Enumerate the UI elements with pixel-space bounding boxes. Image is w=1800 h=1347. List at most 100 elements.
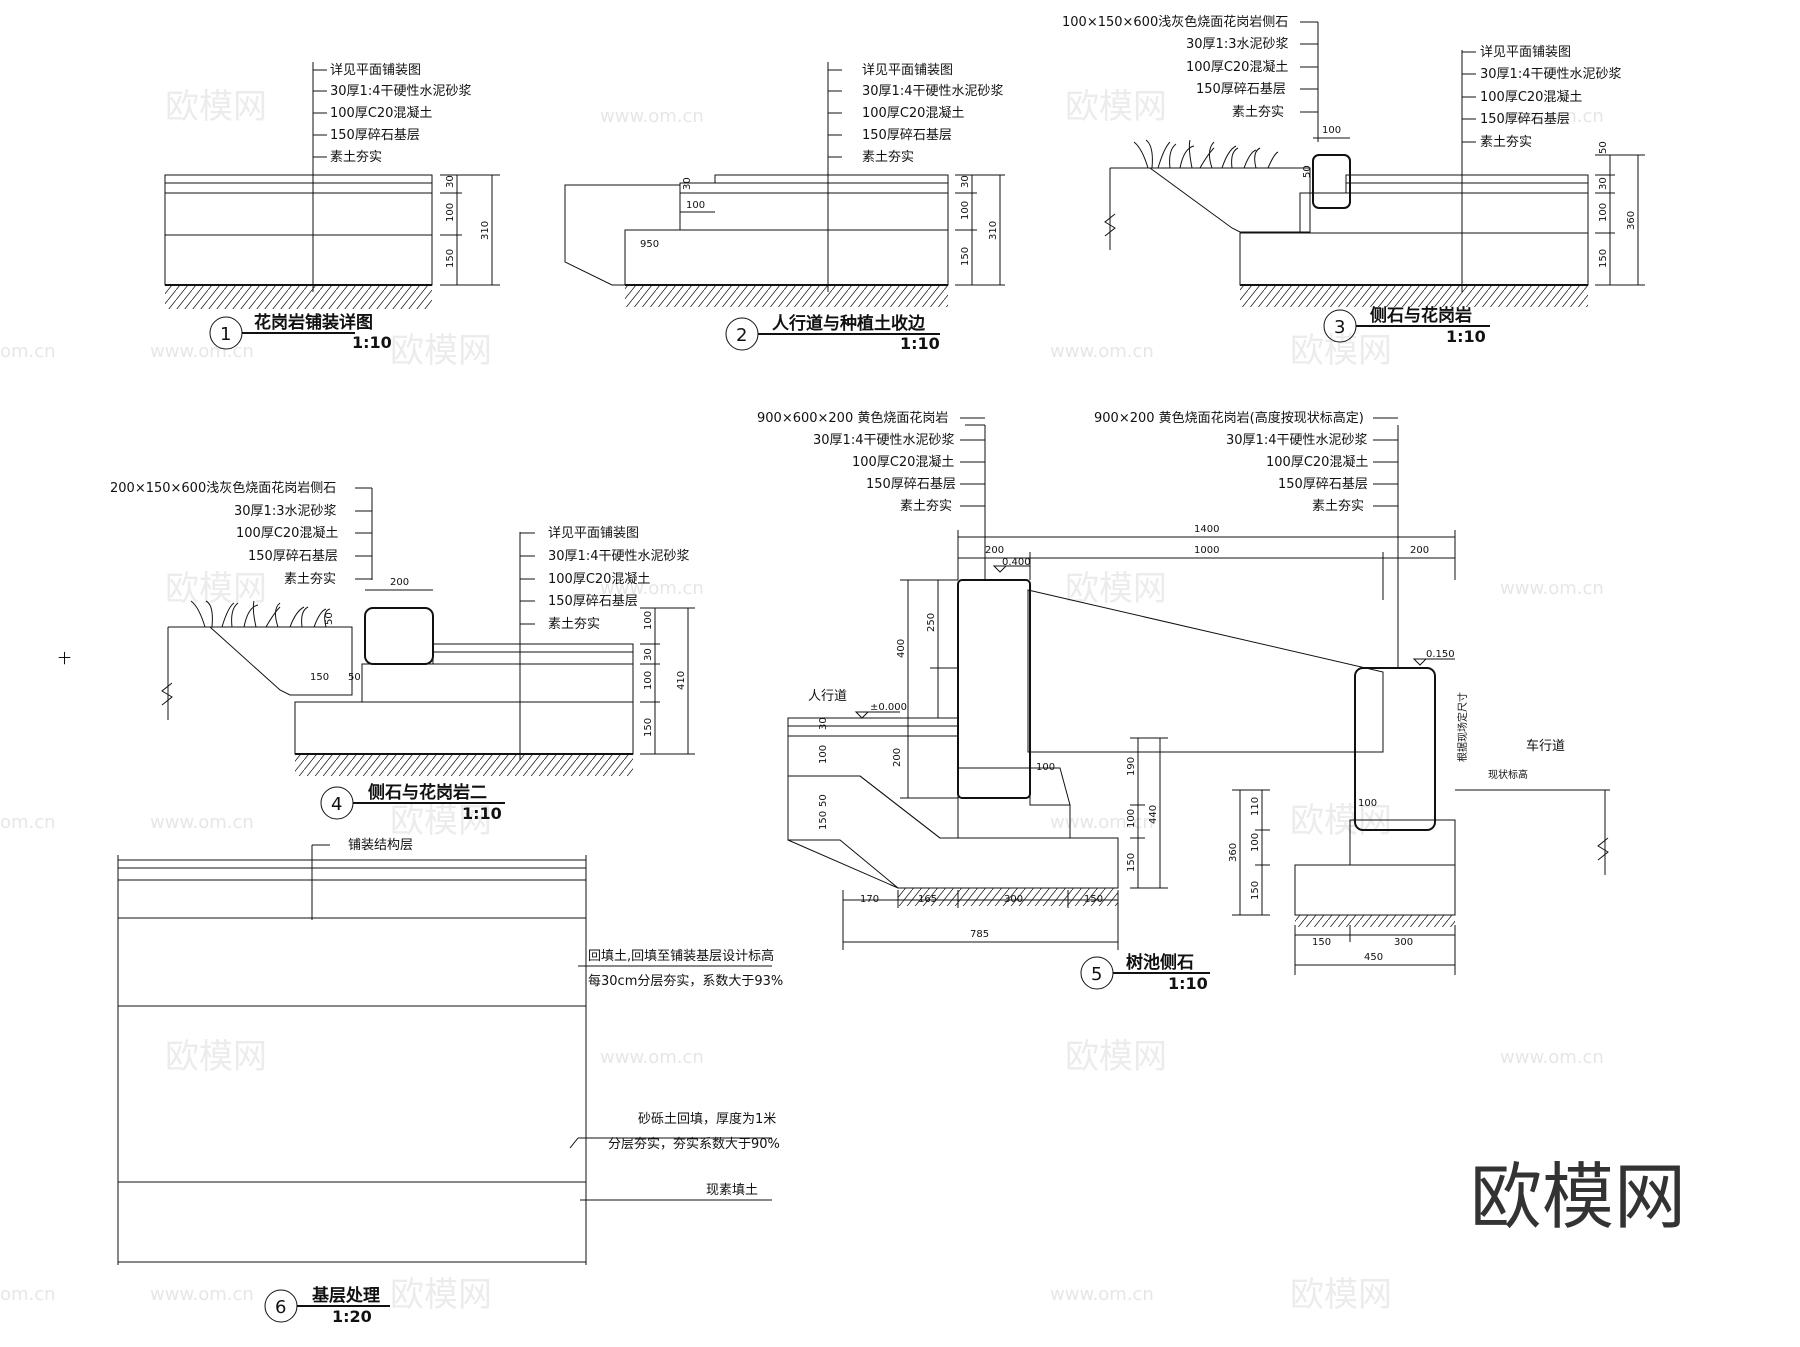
dim-text: 150 (818, 811, 829, 830)
d4-dimensions: 200 50 100 30 100 150 410 150 50 (310, 577, 695, 755)
detail-scale: 1:10 (1446, 327, 1486, 346)
d5-right-labels: 900×200 黄色烧面花岗岩(高度按现状标高定) 30厚1:4干硬性水泥砂浆 … (1094, 410, 1398, 514)
dim-text: 100 (1598, 203, 1609, 222)
roadway-label: 车行道 (1526, 738, 1565, 754)
dim-text: 100 (643, 611, 654, 630)
detail-title: 树池侧石 (1126, 952, 1194, 973)
watermark-url: www.om.cn (150, 1284, 254, 1305)
detail-number: 5 (1091, 964, 1102, 985)
d5-top-dimensions: 1400 200 1000 200 (957, 524, 1456, 600)
layer-label: 200×150×600浅灰色烧面花岗岩侧石 (110, 480, 336, 496)
layer-label: 100厚C20混凝土 (1186, 59, 1288, 75)
detail-number: 1 (220, 324, 231, 345)
d5-right-dimensions: 110 100 360 150 100 150 300 450 (1228, 789, 1456, 975)
layer-label: 150厚碎石基层 (1480, 112, 1570, 127)
dim-text: 150 (1312, 937, 1331, 948)
dim-text: 100 (1322, 125, 1341, 136)
layer-label: 150厚碎石基层 (866, 477, 956, 492)
detail-number: 3 (1334, 317, 1345, 338)
layer-label: 素土夯实 (1480, 135, 1532, 150)
edge-marker: 十 (58, 652, 71, 667)
dim-text: 30 (1598, 177, 1609, 190)
dim-text: 360 (1228, 843, 1239, 862)
layer-label: 30厚1:4干硬性水泥砂浆 (813, 433, 954, 448)
detail-number: 4 (331, 794, 342, 815)
watermark-brand: 欧模网 (1290, 331, 1392, 371)
grass-icon (1133, 139, 1279, 169)
watermark-brand: 欧模网 (390, 331, 492, 371)
layer-label: 30厚1:4干硬性水泥砂浆 (1480, 67, 1621, 82)
watermark-brand: 欧模网 (390, 1275, 492, 1315)
d2-dimensions: 30 100 150 310 100 950 30 (640, 174, 1005, 286)
dim-text: 200 (985, 545, 1004, 556)
layer-label: 30厚1:4干硬性水泥砂浆 (330, 84, 471, 99)
layer-label: 分层夯实，夯实系数大于90% (608, 1137, 780, 1152)
detail-number: 2 (736, 325, 747, 346)
dim-text: 310 (480, 221, 491, 240)
layer-label: 回填土,回填至铺装基层设计标高 (588, 948, 774, 964)
detail-1: 详见平面铺装图 30厚1:4干硬性水泥砂浆 100厚C20混凝土 150厚碎石基… (164, 62, 500, 352)
dim-text: 100 (643, 671, 654, 690)
dim-text: 150 (1126, 853, 1137, 872)
dim-text: 100 (960, 201, 971, 220)
detail-scale: 1:10 (900, 334, 940, 353)
dim-text: 150 (1084, 894, 1103, 905)
layer-label: 30厚1:4干硬性水泥砂浆 (548, 549, 689, 564)
d1-labels: 详见平面铺装图 30厚1:4干硬性水泥砂浆 100厚C20混凝土 150厚碎石基… (313, 63, 471, 165)
d2-labels: 详见平面铺装图 30厚1:4干硬性水泥砂浆 100厚C20混凝土 150厚碎石基… (828, 63, 1003, 165)
watermark-url: www.om.cn (600, 106, 704, 127)
watermark-url-fragment: om.cn (0, 812, 56, 833)
watermark-url: www.om.cn (600, 1047, 704, 1068)
watermark-brand: 欧模网 (165, 569, 267, 609)
dim-text: 150 (643, 718, 654, 737)
watermark-brand: 欧模网 (1290, 801, 1392, 841)
dim-text: 400 (896, 639, 907, 658)
dim-text: 100 (1126, 809, 1137, 828)
dim-text: 250 (926, 613, 937, 632)
layer-label: 150厚碎石基层 (1278, 477, 1368, 492)
dim-text: 1000 (1194, 545, 1219, 556)
d5-left-dimensions: 250 400 30 100 200 50 150 (818, 579, 958, 830)
watermark-url: www.om.cn (600, 578, 704, 599)
watermark-url: www.om.cn (150, 341, 254, 362)
dim-text: 50 (348, 672, 361, 683)
dim-text: 200 (892, 748, 903, 767)
watermark-brand: 欧模网 (1065, 1037, 1167, 1077)
layer-label: 砂砾土回填，厚度为1米 (638, 1111, 776, 1127)
dim-text: 30 (643, 648, 654, 661)
d4-right-labels: 详见平面铺装图 30厚1:4干硬性水泥砂浆 100厚C20混凝土 150厚碎石基… (520, 526, 689, 632)
layer-label: 素土夯实 (284, 572, 336, 587)
watermark-brand: 欧模网 (1065, 87, 1167, 127)
dim-text: 110 (1250, 797, 1261, 816)
elevation-text: ±0.000 (870, 702, 907, 713)
d3-right-labels: 详见平面铺装图 30厚1:4干硬性水泥砂浆 100厚C20混凝土 150厚碎石基… (1462, 45, 1621, 150)
watermark-url: www.om.cn (1500, 1047, 1604, 1068)
dim-text: 150 (310, 672, 329, 683)
layer-label: 100厚C20混凝土 (862, 105, 964, 121)
layer-label: 现素填土 (706, 1183, 758, 1198)
dim-text: 150 (1250, 881, 1261, 900)
layer-label: 100厚C20混凝土 (330, 105, 432, 121)
dim-text: 165 (918, 894, 937, 905)
detail-scale: 1:10 (1168, 974, 1208, 993)
layer-label: 150厚碎石基层 (248, 549, 338, 564)
watermark-url: www.om.cn (150, 812, 254, 833)
layer-label: 150厚碎石基层 (862, 128, 952, 143)
detail-5: 900×600×200 黄色烧面花岗岩 30厚1:4干硬性水泥砂浆 100厚C2… (757, 410, 1610, 993)
layer-label: 详见平面铺装图 (862, 63, 953, 78)
dim-text: 170 (860, 894, 879, 905)
layer-label: 100厚C20混凝土 (548, 571, 650, 587)
watermark-url-fragment: om.cn (0, 1284, 56, 1305)
layer-label: 100×150×600浅灰色烧面花岗岩侧石 (1062, 14, 1288, 30)
dim-text: 1400 (1194, 524, 1219, 535)
detail-4: 200×150×600浅灰色烧面花岗岩侧石 30厚1:3水泥砂浆 100厚C20… (110, 480, 695, 823)
dim-text: 100 (686, 200, 705, 211)
layer-label: 素土夯实 (1312, 499, 1364, 514)
layer-label: 150厚碎石基层 (548, 594, 638, 609)
vertical-note: 根据现场定尺寸 (1456, 692, 1469, 762)
layer-label: 详见平面铺装图 (548, 526, 639, 541)
layer-label: 素土夯实 (862, 150, 914, 165)
watermark-brand: 欧模网 (165, 87, 267, 127)
dim-text: 200 (1410, 545, 1429, 556)
d5-left-labels: 900×600×200 黄色烧面花岗岩 30厚1:4干硬性水泥砂浆 100厚C2… (757, 410, 985, 514)
